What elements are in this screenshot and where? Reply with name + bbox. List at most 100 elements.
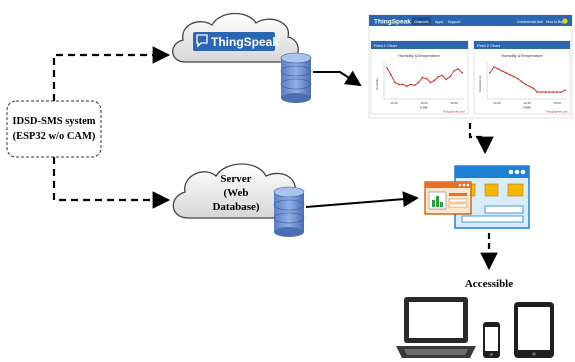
field1-y-label: Humidity — [375, 78, 379, 90]
chart-data-point — [398, 83, 400, 86]
arrow-dashboard-to-webapp — [468, 123, 494, 155]
arrow-to-dashboard — [313, 70, 362, 87]
arrow-to-thingspeak — [52, 46, 171, 101]
source-device-box: IDSD-SMS system (ESP32 w/o CAM) — [6, 100, 102, 158]
field2-header: Field 2 Chart — [477, 43, 501, 48]
chart-data-point — [413, 84, 416, 87]
thingspeak-cloud: ThingSpeak — [172, 12, 299, 63]
server-label-line3: Database) — [212, 201, 259, 213]
chart-data-point — [536, 91, 539, 93]
chart-data-point — [445, 78, 448, 81]
tile — [484, 183, 499, 197]
field2-chart-title: Humidity &Temperature — [501, 53, 544, 58]
chart-data-point — [441, 74, 444, 77]
field1-x-tick: 14:45 — [420, 101, 428, 105]
field2-y-label: Temperature — [478, 75, 482, 92]
field1-x-tick: 15:00 — [450, 101, 458, 105]
field1-chart-panel: Field 1 Chart Humidity &Temperature Humi… — [370, 40, 469, 115]
web-app-window-icon — [424, 165, 530, 229]
chart-data-point — [524, 83, 527, 86]
nav-item-channels[interactable]: Channels — [414, 20, 429, 24]
nav-commercial-use[interactable]: Commercial Use — [517, 20, 543, 24]
chart-data-point — [560, 91, 562, 93]
bar-chart-icon — [436, 196, 439, 207]
source-box-line2: (ESP32 w/o CAM) — [13, 131, 96, 142]
field1-credit[interactable]: ThingSpeak.com — [442, 110, 465, 114]
speech-bubble-icon — [196, 34, 208, 48]
smartphone-icon — [483, 322, 500, 358]
chart-data-point — [512, 75, 515, 78]
chart-data-point — [540, 91, 543, 93]
chart-data-point — [409, 83, 412, 86]
thingspeak-logo: ThingSpeak — [193, 32, 279, 51]
chart-data-point — [417, 81, 420, 84]
chart-data-point — [520, 80, 523, 83]
chart-data-point — [508, 73, 511, 76]
dashboard-navbar — [369, 15, 572, 26]
laptop-icon — [396, 297, 476, 358]
field1-x-label: Date — [420, 106, 427, 110]
chart-data-point — [402, 83, 404, 86]
logo-background — [193, 32, 275, 51]
input-bar — [484, 205, 524, 214]
chart-data-point — [489, 71, 491, 74]
chart-data-point — [493, 66, 495, 68]
chart-data-point — [516, 77, 519, 80]
field2-plot — [489, 66, 566, 93]
dashboard-nav-menu: Channels Apps Support — [412, 17, 460, 25]
chart-data-point — [497, 68, 499, 70]
field1-x-tick: 14:30 — [390, 101, 398, 105]
chart-data-point — [405, 85, 408, 88]
server-cloud: Server (Web Database) — [172, 163, 304, 219]
thingspeak-logo-text: ThingSpeak — [211, 35, 279, 49]
bar-chart-icon — [440, 202, 443, 207]
field1-plot — [386, 67, 463, 88]
chart-data-point — [390, 73, 392, 76]
arrow-to-server — [52, 157, 171, 209]
chart-data-point — [461, 71, 463, 74]
server-database-icon — [273, 186, 305, 237]
chart-data-point — [544, 91, 547, 93]
field2-x-tick: 14:45 — [523, 101, 531, 105]
chart-data-point — [528, 85, 531, 88]
field2-credit[interactable]: ThingSpeak.com — [545, 110, 568, 114]
field1-chart-title: Humidity &Temperature — [398, 53, 441, 58]
chart-data-point — [556, 91, 558, 93]
chart-data-point — [386, 67, 388, 69]
source-box-line1: IDSD-SMS system — [12, 116, 95, 127]
chart-data-point — [429, 81, 432, 84]
nav-how-to-buy[interactable]: How to Buy — [546, 20, 564, 24]
chart-data-point — [552, 91, 554, 93]
input-bar — [461, 215, 524, 223]
chart-data-point — [449, 75, 452, 78]
chart-data-point — [532, 87, 535, 90]
bar-chart-icon — [432, 200, 435, 207]
analytics-mini-window — [424, 181, 472, 215]
field1-header: Field 1 Chart — [374, 43, 398, 48]
server-label-line1: Server — [220, 173, 251, 185]
chart-data-point — [421, 76, 424, 79]
chart-data-point — [505, 71, 507, 74]
server-label-line2: (Web — [223, 187, 248, 199]
field2-chart-panel: Field 2 Chart Humidity &Temperature Temp… — [473, 40, 571, 115]
thingspeak-database-icon — [280, 52, 312, 103]
chart-data-point — [453, 70, 455, 72]
field2-x-label: Date — [523, 106, 530, 110]
chart-data-point — [425, 77, 428, 80]
chart-data-point — [394, 81, 396, 84]
field2-x-tick: 14:30 — [493, 101, 501, 105]
tile — [507, 183, 524, 197]
chart-data-point — [437, 75, 440, 78]
nav-item-apps[interactable]: Apps — [435, 20, 443, 24]
dashboard-brand: ThingSpeak — [374, 19, 411, 26]
chart-data-point — [457, 68, 459, 70]
chart-data-point — [548, 91, 550, 93]
user-avatar[interactable] — [562, 18, 568, 24]
source-connectors — [52, 46, 171, 209]
accessible-label: Accessible — [465, 278, 513, 290]
nav-item-support[interactable]: Support — [448, 20, 460, 24]
chart-data-point — [564, 89, 566, 91]
tablet-icon — [514, 302, 554, 358]
